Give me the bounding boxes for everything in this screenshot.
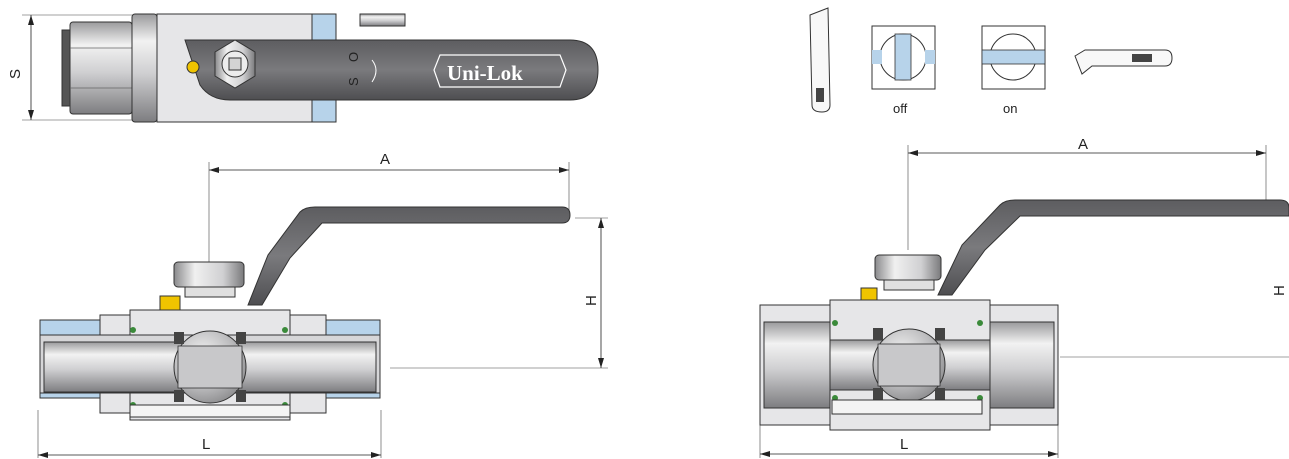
dim-s-arrow-bottom — [28, 110, 34, 120]
stem-nut-left — [173, 261, 245, 288]
compression-section-view: A H L — [37, 151, 608, 458]
threaded-port-right — [989, 321, 1055, 409]
dim-h-label-right: H — [1271, 285, 1288, 296]
dim-a-label-left: A — [380, 151, 390, 168]
handle-lever-right — [937, 199, 1289, 296]
handle-horizontal-icon — [1074, 49, 1173, 75]
top-view: S S O Uni-Lok — [7, 13, 599, 123]
dim-l-label-right: L — [900, 436, 908, 453]
indicator-pin — [186, 60, 200, 74]
threaded-port-left — [763, 321, 831, 409]
brand-logo: Uni-Lok — [447, 61, 523, 85]
brand-logo-frame — [433, 54, 567, 88]
off-bore — [894, 33, 912, 81]
position-indicators: off on — [809, 7, 1173, 116]
handle-lever-left — [247, 206, 571, 306]
on-bore — [981, 49, 1046, 65]
handle-mark-s: S — [346, 77, 361, 86]
nut-hex — [69, 21, 133, 115]
dim-a-label-right: A — [1078, 136, 1088, 153]
threaded-section-view: A H L — [759, 136, 1289, 458]
on-label: on — [1003, 101, 1017, 116]
handle-vertical-icon — [809, 7, 831, 113]
off-label: off — [893, 101, 908, 116]
body-hex — [131, 13, 158, 123]
dim-s-arrow-top — [28, 15, 34, 25]
dim-h-label-left: H — [583, 295, 600, 306]
dim-l-label-left: L — [202, 436, 210, 453]
dim-s-label: S — [7, 69, 24, 79]
stem-nut-right — [874, 254, 942, 281]
handle-mark-o: O — [346, 52, 361, 62]
